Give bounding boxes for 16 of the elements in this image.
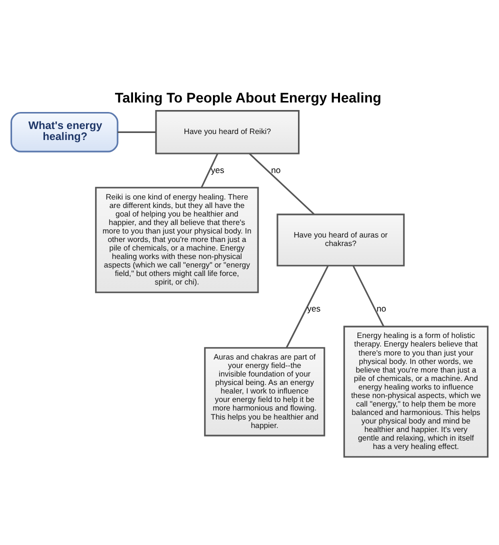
- connector: [248, 152, 315, 214]
- node-box: Reiki is one kind of energy healing. There are different kinds, but they all have the goal of helping you be healthier and happier, and they all believe that there's more to you than just your physical body. In other words, that you're more than just a pile of chemicals, or a machine. Energy healing works with these non-physical aspects (which we call "energy" or "energy field," but others might call life force, spirit, or chi).: [95, 186, 259, 293]
- diagram-title: Talking To People About Energy Healing: [114, 89, 382, 106]
- edge-label: no: [376, 303, 386, 314]
- connector: [286, 265, 329, 348]
- node-box: Auras and chakras are part of your energy field--the invisible foundation of your physical being. As an energy healer, I work to influence your energy field to help it be more harmonious and flowing. This helps you be healthier and happier.: [204, 346, 326, 436]
- edge-label: yes: [211, 164, 224, 174]
- connector: [118, 130, 156, 132]
- node-box: Have you heard of auras or chakras?: [276, 213, 405, 266]
- edge-label: yes: [307, 303, 321, 314]
- node-box: Energy healing is a form of holistic therapy. Energy healers believe that there's more to you than just your physical body. In other words, we believe that you're more than just a pile of chemicals, or a machine. And energy healing works to influence these non-physical aspects, which we call "energy," to help them be more balanced and harmonious. This helps your physical body and mind be healthier and happier. It's very gentle and relaxing, which in itself has a very healing effect.: [343, 325, 488, 458]
- edge-label: no: [271, 164, 281, 174]
- connector: [352, 265, 384, 326]
- node-box: Have you heard of Reiki?: [155, 110, 300, 154]
- connector: [200, 152, 218, 188]
- node-box: What's energy healing?: [10, 112, 118, 152]
